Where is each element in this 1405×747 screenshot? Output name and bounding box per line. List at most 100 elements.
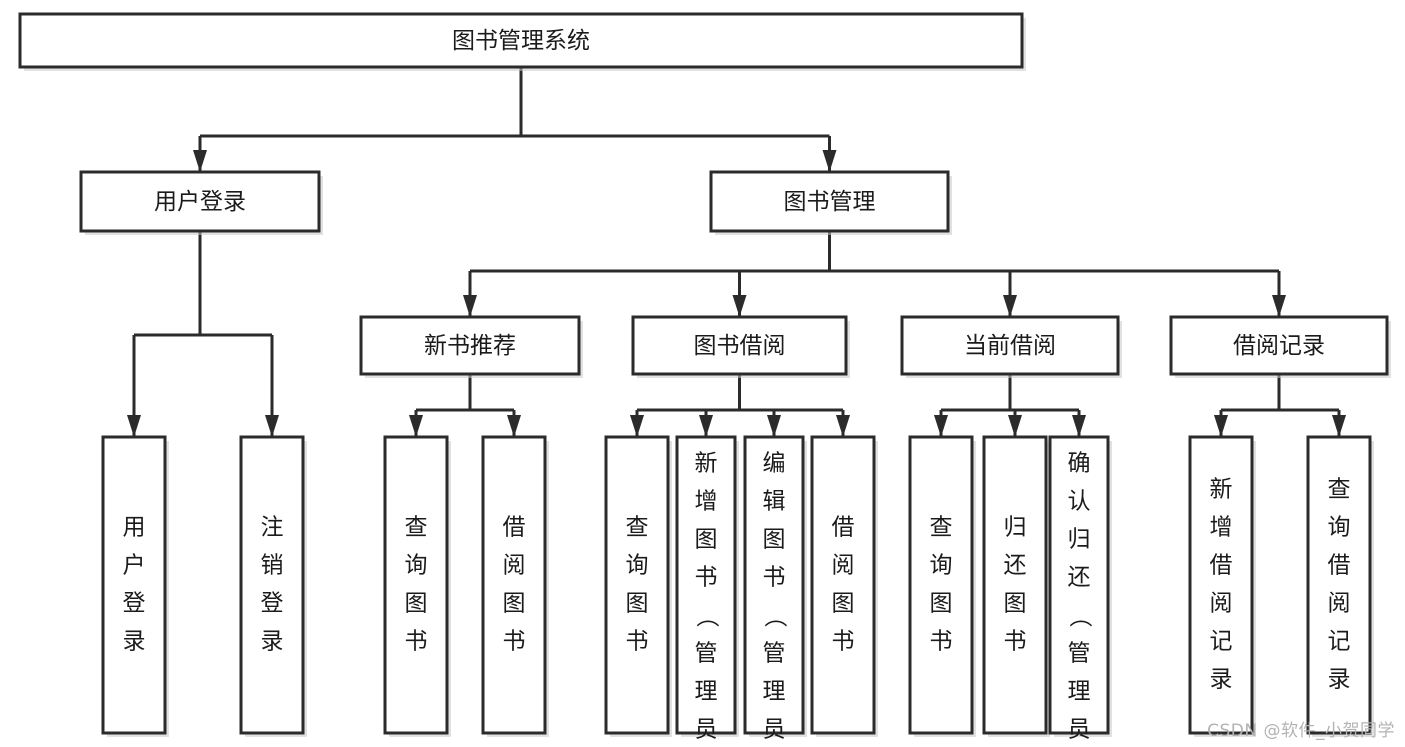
- leaf-label-char: 认: [1068, 489, 1091, 515]
- leaf-user-login-label: 用户登录: [123, 515, 146, 655]
- leaf-label-char: 录: [1328, 667, 1351, 693]
- node-borrow-record[interactable]: [1169, 315, 1389, 376]
- connector-lines: [127, 67, 1346, 437]
- leaf-label-char: 管: [1068, 641, 1091, 667]
- leaf-label-char: 理: [695, 679, 718, 705]
- node-borrow-record-label: 借阅记录: [1233, 333, 1325, 359]
- leaf-add-book-admin[interactable]: [675, 435, 737, 735]
- node-book-management[interactable]: [709, 170, 950, 233]
- arrow-head-icon: [1008, 415, 1022, 437]
- leaf-add-record[interactable]: [1188, 435, 1254, 735]
- arrow-head-icon: [409, 415, 423, 437]
- leaf-edit-book-admin[interactable]: [743, 435, 805, 735]
- leaf-label-char: 录: [261, 629, 284, 655]
- leaf-query-book-3[interactable]: [908, 435, 974, 735]
- node-new-book-recommend[interactable]: [359, 315, 581, 376]
- leaf-label-char: 管: [695, 641, 718, 667]
- leaf-label-char: （: [694, 605, 720, 628]
- leaf-return-book[interactable]: [982, 435, 1048, 735]
- leaf-label-char: 还: [1068, 565, 1091, 591]
- leaf-label-char: 询: [930, 553, 953, 579]
- arrow-head-icon: [699, 415, 713, 437]
- arrow-head-icon: [193, 150, 207, 172]
- node-user-login[interactable]: [79, 170, 321, 233]
- leaf-borrow-book-2[interactable]: [810, 435, 876, 735]
- leaf-label-char: 归: [1004, 515, 1027, 541]
- leaf-borrow-book-1[interactable]: [481, 435, 547, 735]
- arrow-head-icon: [630, 415, 644, 437]
- leaf-label-char: 询: [626, 553, 649, 579]
- node-book-borrow[interactable]: [631, 315, 848, 376]
- leaf-label-char: 员: [695, 717, 718, 743]
- leaf-label-char: 借: [503, 515, 526, 541]
- leaf-label-char: 归: [1068, 527, 1091, 553]
- arrow-head-icon: [1003, 295, 1017, 317]
- node-current-borrow-label: 当前借阅: [964, 333, 1056, 359]
- leaf-label-char: 图: [626, 591, 649, 617]
- leaf-user-login[interactable]: [101, 435, 167, 735]
- leaf-label-char: 登: [261, 591, 284, 617]
- leaf-confirm-return[interactable]: [1048, 435, 1110, 735]
- arrow-head-icon: [1272, 295, 1286, 317]
- node-root-label: 图书管理系统: [452, 28, 590, 54]
- node-root[interactable]: [18, 12, 1024, 69]
- leaf-label-char: 编: [763, 451, 786, 477]
- leaf-label-char: 借: [1328, 553, 1351, 579]
- leaf-label-char: 辑: [763, 489, 786, 515]
- arrow-head-icon: [836, 415, 850, 437]
- leaf-label-char: 图: [503, 591, 526, 617]
- leaf-label-char: 书: [503, 629, 526, 655]
- arrow-head-icon: [463, 295, 477, 317]
- leaf-label-char: （: [1067, 605, 1093, 628]
- leaf-label-char: 图: [405, 591, 428, 617]
- leaf-label-char: 录: [123, 629, 146, 655]
- leaf-label-char: 管: [763, 641, 786, 667]
- leaf-label-char: 员: [1068, 717, 1091, 743]
- leaf-label-char: 书: [832, 629, 855, 655]
- node-user-login-label: 用户登录: [154, 189, 246, 215]
- leaf-label-char: 用: [123, 515, 146, 541]
- node-book-management-label: 图书管理: [784, 189, 876, 215]
- leaf-label-char: 书: [1004, 629, 1027, 655]
- leaf-label-char: 图: [1004, 591, 1027, 617]
- leaf-label-char: 询: [405, 553, 428, 579]
- leaf-query-book-1[interactable]: [383, 435, 449, 735]
- leaf-label-char: 查: [626, 515, 649, 541]
- leaf-label-char: 借: [1210, 553, 1233, 579]
- leaf-label-char: 注: [261, 515, 284, 541]
- arrow-head-icon: [265, 415, 279, 437]
- arrow-head-icon: [822, 150, 837, 172]
- node-current-borrow[interactable]: [900, 315, 1120, 376]
- leaf-label-char: 查: [930, 515, 953, 541]
- arrow-head-icon: [507, 415, 521, 437]
- arrow-head-icon: [732, 295, 747, 317]
- leaf-label-char: 增: [695, 489, 718, 515]
- leaf-label-char: 销: [261, 553, 284, 579]
- leaf-label-char: 理: [763, 679, 786, 705]
- leaf-label-char: 书: [405, 629, 428, 655]
- leaf-label-char: 确: [1068, 451, 1091, 477]
- leaf-label-char: 阅: [832, 553, 855, 579]
- leaf-label-char: 查: [405, 515, 428, 541]
- arrow-head-icon: [767, 415, 781, 437]
- leaf-query-book-2[interactable]: [604, 435, 670, 735]
- leaf-label-char: 阅: [503, 553, 526, 579]
- leaf-label-char: 图: [695, 527, 718, 553]
- leaf-label-char: （: [762, 605, 788, 628]
- leaf-label-char: 查: [1328, 477, 1351, 503]
- leaf-label-char: 还: [1004, 553, 1027, 579]
- leaf-logout[interactable]: [239, 435, 305, 735]
- leaf-label-char: 阅: [1210, 591, 1233, 617]
- leaf-label-char: 增: [1210, 515, 1233, 541]
- leaf-query-record[interactable]: [1306, 435, 1372, 735]
